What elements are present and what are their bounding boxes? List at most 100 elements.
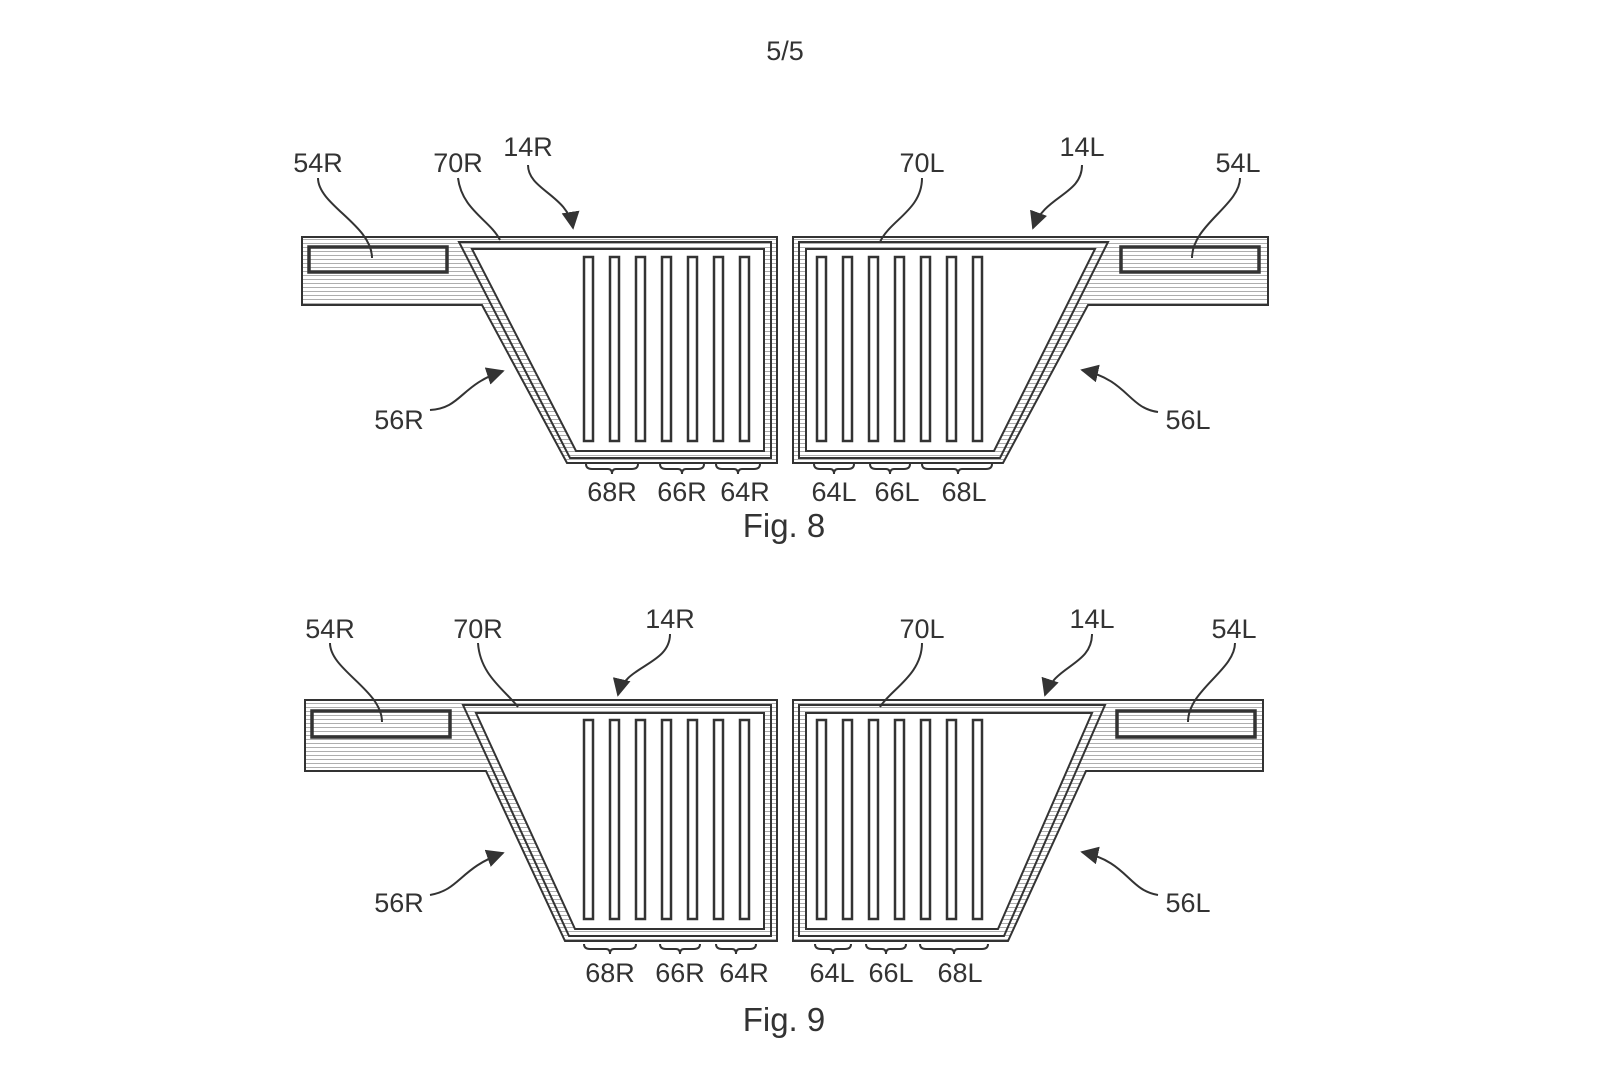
label-70R: 70R	[433, 148, 483, 178]
slot	[712, 718, 725, 921]
fig8-braces	[585, 463, 993, 475]
fig9-leaders	[329, 633, 1236, 896]
brace-64L	[813, 463, 855, 475]
slot	[919, 255, 932, 443]
slot	[660, 255, 673, 443]
slot	[634, 718, 647, 921]
leader-14L	[1041, 633, 1093, 697]
left-bracket-slot	[307, 245, 449, 274]
leader-56R	[429, 849, 505, 896]
label-64L: 64L	[811, 477, 856, 507]
slot	[608, 255, 621, 443]
fig9-braces	[583, 943, 989, 955]
label-64R: 64R	[720, 477, 770, 507]
brace-68R	[583, 943, 637, 955]
label-66L: 66L	[874, 477, 919, 507]
slot	[867, 718, 880, 921]
brace-66L	[869, 463, 911, 475]
slot	[686, 718, 699, 921]
brace-66R	[659, 463, 705, 475]
label-14R: 14R	[503, 132, 553, 162]
slot	[815, 718, 828, 921]
slot	[841, 255, 854, 443]
left-slots	[582, 718, 751, 921]
slot	[686, 255, 699, 443]
slot	[738, 718, 751, 921]
left-channel-outer	[457, 241, 772, 459]
slot	[582, 255, 595, 443]
slot	[634, 255, 647, 443]
label-54L: 54L	[1215, 148, 1260, 178]
brace-66R	[659, 943, 701, 955]
slot	[660, 718, 673, 921]
slot	[608, 718, 621, 921]
left-slots	[582, 255, 751, 443]
figure-caption: Fig. 9	[743, 1001, 826, 1038]
left-assembly	[304, 699, 778, 942]
slot	[738, 255, 751, 443]
leader-14R	[612, 633, 671, 697]
brace-68L	[921, 463, 993, 475]
right-bracket-slot	[1115, 709, 1257, 739]
label-68L: 68L	[937, 958, 982, 988]
slot	[712, 255, 725, 443]
leader-70R	[457, 177, 501, 241]
right-slots	[815, 718, 984, 921]
slot	[893, 255, 906, 443]
slot	[919, 718, 932, 921]
label-66R: 66R	[657, 477, 707, 507]
leader-70L	[879, 177, 923, 243]
label-64L: 64L	[809, 958, 854, 988]
figure-9: 54R 70R 14R 56R 70L 14L 54L 56L 68R 66R …	[304, 604, 1264, 1038]
right-assembly	[792, 236, 1269, 464]
brace-68L	[919, 943, 989, 955]
leader-54R	[329, 642, 383, 723]
brace-64L	[814, 943, 852, 955]
slot	[582, 718, 595, 921]
label-54R: 54R	[305, 614, 355, 644]
figure-caption: Fig. 8	[743, 507, 826, 544]
label-56L: 56L	[1165, 888, 1210, 918]
left-bracket-slot	[310, 709, 452, 739]
label-68L: 68L	[941, 477, 986, 507]
label-56R: 56R	[374, 888, 424, 918]
slot	[971, 255, 984, 443]
label-64R: 64R	[719, 958, 769, 988]
label-14R: 14R	[645, 604, 695, 634]
label-56L: 56L	[1165, 405, 1210, 435]
slot	[971, 718, 984, 921]
fig8-leaders	[317, 164, 1241, 413]
label-66R: 66R	[655, 958, 705, 988]
figure-8: 54R 70R 14R 56R 70L 14L 54L 56L 68R 66R …	[293, 132, 1269, 544]
brace-66L	[865, 943, 907, 955]
leader-14L	[1030, 164, 1083, 230]
slot	[841, 718, 854, 921]
right-slots	[815, 255, 984, 443]
right-bracket-slot	[1119, 245, 1261, 274]
leader-14R	[527, 164, 580, 230]
brace-68R	[585, 463, 639, 475]
label-54L: 54L	[1211, 614, 1256, 644]
label-70R: 70R	[453, 614, 503, 644]
label-68R: 68R	[587, 477, 637, 507]
slot	[815, 255, 828, 443]
leader-56R	[429, 367, 505, 411]
label-54R: 54R	[293, 148, 343, 178]
leader-70L	[879, 642, 923, 708]
sheet-number: 5/5	[766, 36, 804, 66]
left-assembly	[301, 236, 778, 464]
right-channel-outer	[798, 704, 1107, 937]
leader-54L	[1187, 642, 1236, 723]
leader-54R	[317, 177, 373, 259]
slot	[893, 718, 906, 921]
brace-64R	[715, 463, 761, 475]
left-channel-outer	[461, 704, 772, 937]
brace-64R	[715, 943, 757, 955]
label-56R: 56R	[374, 405, 424, 435]
slot	[945, 255, 958, 443]
leader-54L	[1191, 177, 1241, 259]
label-68R: 68R	[585, 958, 635, 988]
leader-56L	[1080, 364, 1159, 413]
right-channel-outer	[798, 241, 1110, 459]
